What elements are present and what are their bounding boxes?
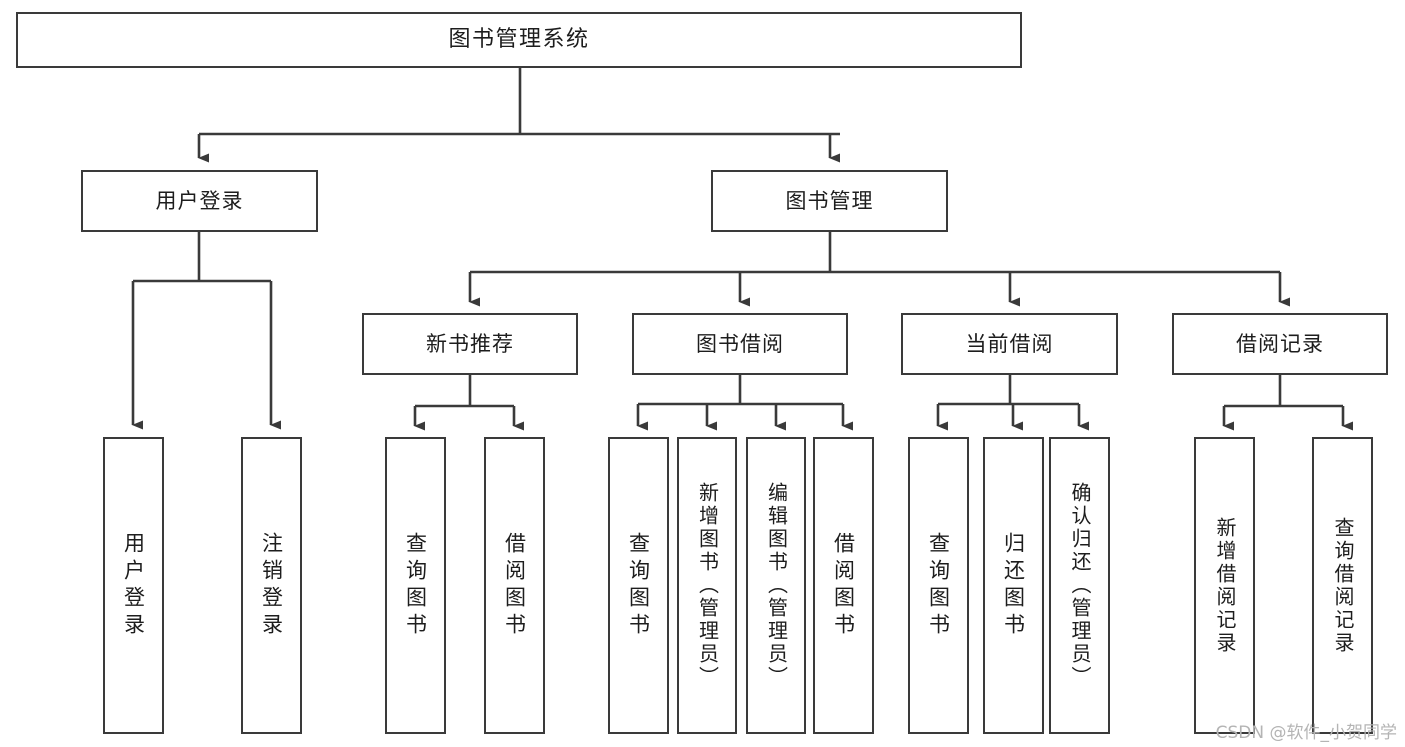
node-label: 查询图书 [926,531,951,640]
node-current-borrowing[interactable]: 当前借阅 [901,313,1118,375]
node-label: 用户登录 [155,188,244,213]
node-label: 查询借阅记录 [1331,516,1355,655]
node-new-book-recommendation[interactable]: 新书推荐 [362,313,578,375]
leaf-borrow-book-bb[interactable]: 借阅图书 [813,437,874,734]
node-label: 新增借阅记录 [1213,516,1237,655]
node-label: 查询图书 [403,531,428,640]
node-label: 用户登录 [121,531,146,640]
leaf-query-borrow-record[interactable]: 查询借阅记录 [1312,437,1373,734]
leaf-add-borrow-record[interactable]: 新增借阅记录 [1194,437,1255,734]
node-label: 查询图书 [626,531,651,640]
node-label: 新增图书（管理员） [695,482,720,689]
watermark-text: CSDN @软件_小贺同学 [1215,723,1397,743]
leaf-borrow-book-nb[interactable]: 借阅图书 [484,437,545,734]
leaf-user-login[interactable]: 用户登录 [103,437,164,734]
node-label: 图书管理 [785,188,874,213]
leaf-query-book-nb[interactable]: 查询图书 [385,437,446,734]
node-root-book-management-system[interactable]: 图书管理系统 [16,12,1022,68]
leaf-confirm-return-admin[interactable]: 确认归还（管理员） [1049,437,1110,734]
node-label: 借阅记录 [1236,331,1324,356]
node-user-login[interactable]: 用户登录 [81,170,318,232]
node-label: 借阅图书 [502,531,527,640]
leaf-return-book[interactable]: 归还图书 [983,437,1044,734]
node-book-management[interactable]: 图书管理 [711,170,948,232]
node-label: 注销登录 [259,531,284,640]
node-label: 归还图书 [1001,531,1026,640]
leaf-logout[interactable]: 注销登录 [241,437,302,734]
node-label: 编辑图书（管理员） [764,482,789,689]
node-label: 确认归还（管理员） [1068,482,1092,689]
leaf-add-book-admin[interactable]: 新增图书（管理员） [677,437,737,734]
leaf-edit-book-admin[interactable]: 编辑图书（管理员） [746,437,806,734]
node-label: 当前借阅 [965,331,1054,356]
node-label: 图书管理系统 [448,27,590,53]
node-label: 新书推荐 [426,331,514,356]
node-book-borrowing[interactable]: 图书借阅 [632,313,848,375]
leaf-query-book-bb[interactable]: 查询图书 [608,437,669,734]
node-label: 借阅图书 [831,531,856,640]
node-borrowing-record[interactable]: 借阅记录 [1172,313,1388,375]
node-label: 图书借阅 [696,331,784,356]
leaf-query-book-cb[interactable]: 查询图书 [908,437,969,734]
